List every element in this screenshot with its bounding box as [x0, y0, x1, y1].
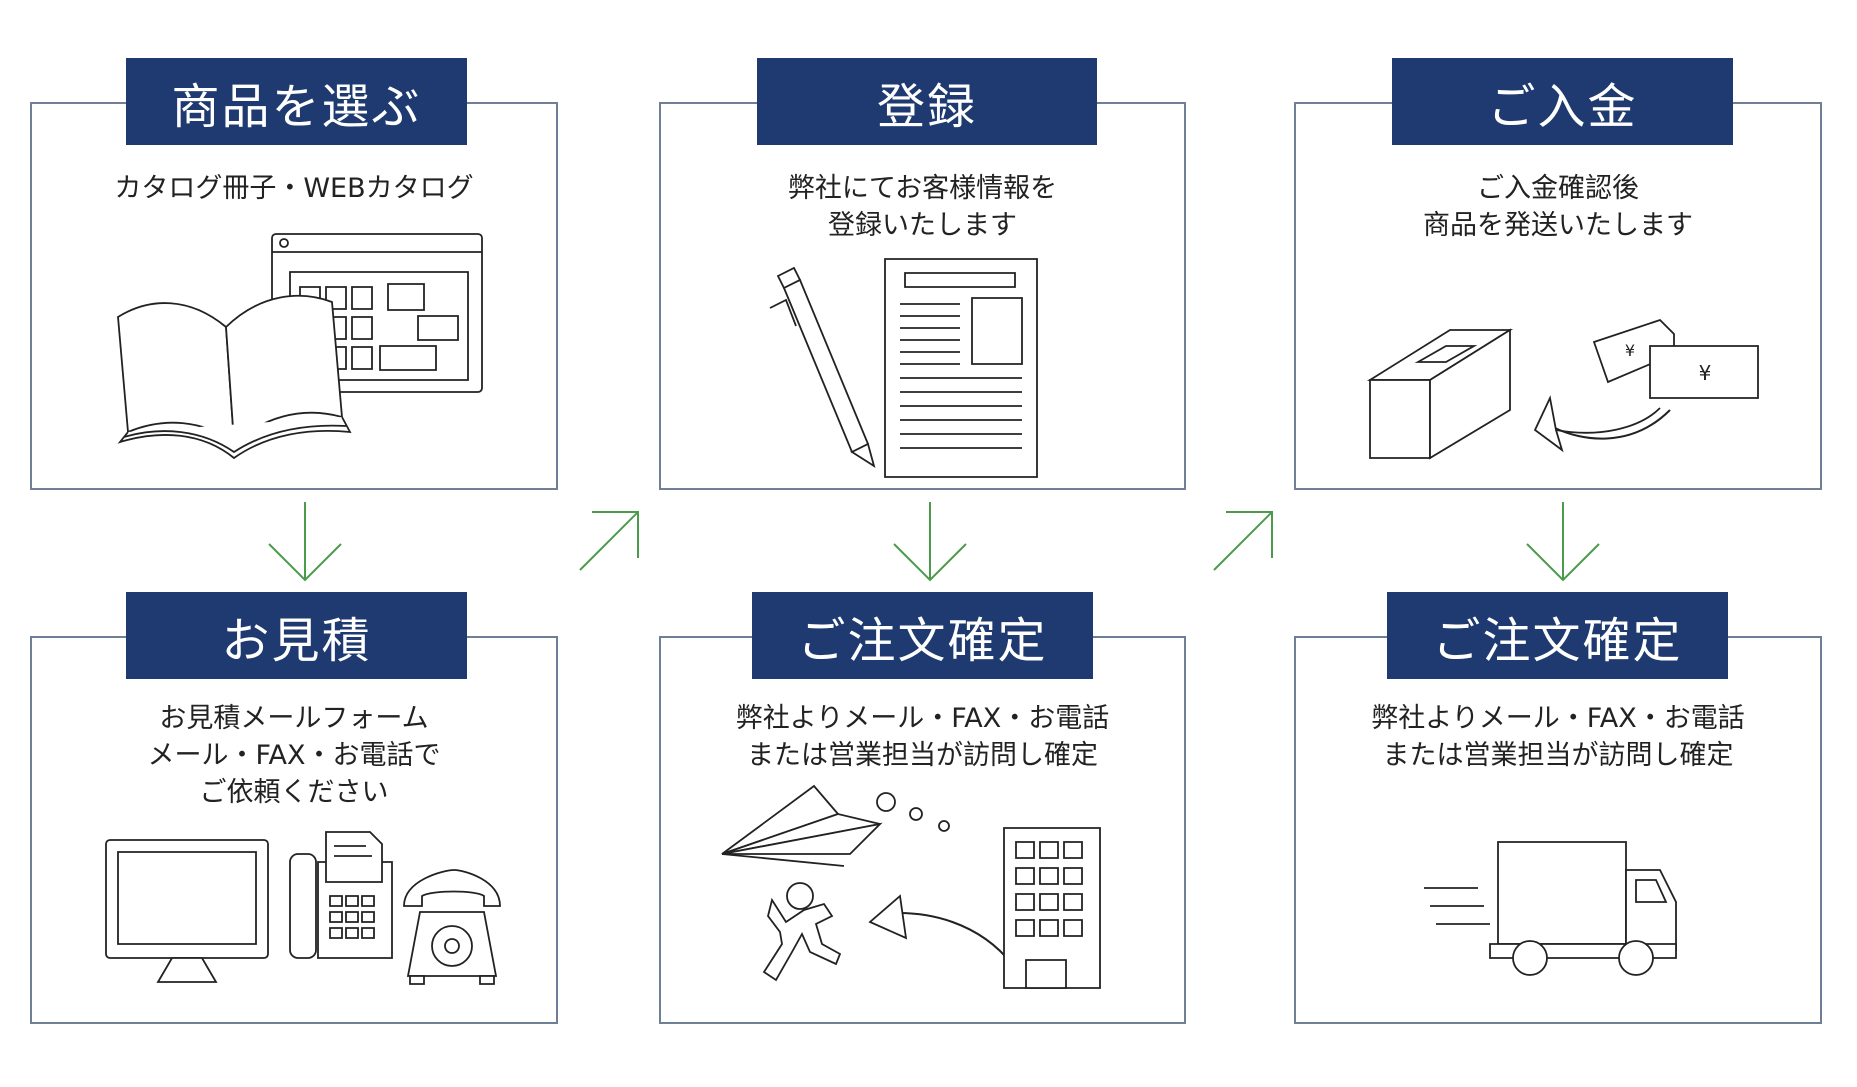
step-order-confirm-line-1: 弊社よりメール・FAX・お電話 — [735, 703, 1110, 734]
step-estimate-line-3: ご依頼ください — [199, 777, 389, 808]
step-payment-description: ご入金確認後 商品を発送いたします — [1324, 170, 1792, 244]
step-delivery-title: ご注文確定 — [1387, 592, 1728, 679]
step-register-description: 弊社にてお客様情報を 登録いたします — [689, 170, 1156, 244]
arrow-down-register-to-order — [893, 502, 967, 582]
catalog-book-and-web-page-icon — [110, 232, 490, 462]
computer-monitor-icon — [106, 840, 268, 982]
arrow-up-order-to-payment — [1213, 511, 1273, 571]
paper-plane-icon — [722, 786, 880, 866]
step-register-line-2: 登録いたします — [828, 210, 1017, 241]
pen-icon — [770, 268, 874, 466]
form-sheet-icon — [885, 259, 1037, 477]
step-delivery-description: 弊社よりメール・FAX・お電話 または営業担当が訪問し確定 — [1324, 700, 1792, 774]
step-select-title: 商品を選ぶ — [126, 58, 467, 145]
step-register-line-1: 弊社にてお客様情報を — [787, 173, 1058, 204]
delivery-truck-icon — [1422, 838, 1682, 978]
step-order-confirm-line-2: または営業担当が訪問し確定 — [747, 740, 1098, 771]
svg-text:¥: ¥ — [1625, 341, 1635, 360]
step-payment-title: ご入金 — [1392, 58, 1733, 145]
step-order-confirm-title: ご注文確定 — [752, 592, 1093, 679]
rotary-phone-icon — [404, 870, 500, 984]
step-payment-line-1: ご入金確認後 — [1477, 173, 1639, 204]
step-delivery-line-1: 弊社よりメール・FAX・お電話 — [1371, 703, 1745, 734]
step-select-line-1: カタログ冊子・WEBカタログ — [114, 173, 474, 204]
step-order-confirm-description: 弊社よりメール・FAX・お電話 または営業担当が訪問し確定 — [689, 700, 1156, 774]
step-estimate-line-2: メール・FAX・お電話で — [147, 740, 441, 771]
computer-fax-phone-icon — [104, 826, 504, 991]
svg-text:¥: ¥ — [1699, 361, 1712, 385]
step-payment-line-2: 商品を発送いたします — [1423, 210, 1693, 241]
step-select-description: カタログ冊子・WEBカタログ — [60, 170, 528, 207]
arrow-down-payment-to-delivery — [1526, 502, 1600, 582]
fax-machine-icon — [290, 832, 392, 958]
step-delivery-line-2: または営業担当が訪問し確定 — [1382, 740, 1734, 771]
office-building-icon — [1004, 828, 1100, 988]
running-person-icon — [764, 883, 840, 980]
box-and-money-icon: ¥ ¥ — [1360, 310, 1770, 460]
step-delivery-card — [1294, 636, 1822, 1024]
step-estimate-title: お見積 — [126, 592, 467, 679]
yen-bill-icon: ¥ ¥ — [1594, 320, 1758, 398]
pen-and-form-icon — [760, 256, 1060, 481]
cardboard-box-icon — [1370, 330, 1510, 458]
step-register-title: 登録 — [757, 58, 1097, 145]
step-estimate-line-1: お見積メールフォーム — [159, 703, 429, 734]
paper-plane-building-runner-icon — [720, 784, 1110, 994]
arrow-down-select-to-estimate — [268, 502, 342, 582]
step-estimate-description: お見積メールフォーム メール・FAX・お電話で ご依頼ください — [60, 700, 528, 811]
arrow-up-estimate-to-register — [579, 511, 639, 571]
